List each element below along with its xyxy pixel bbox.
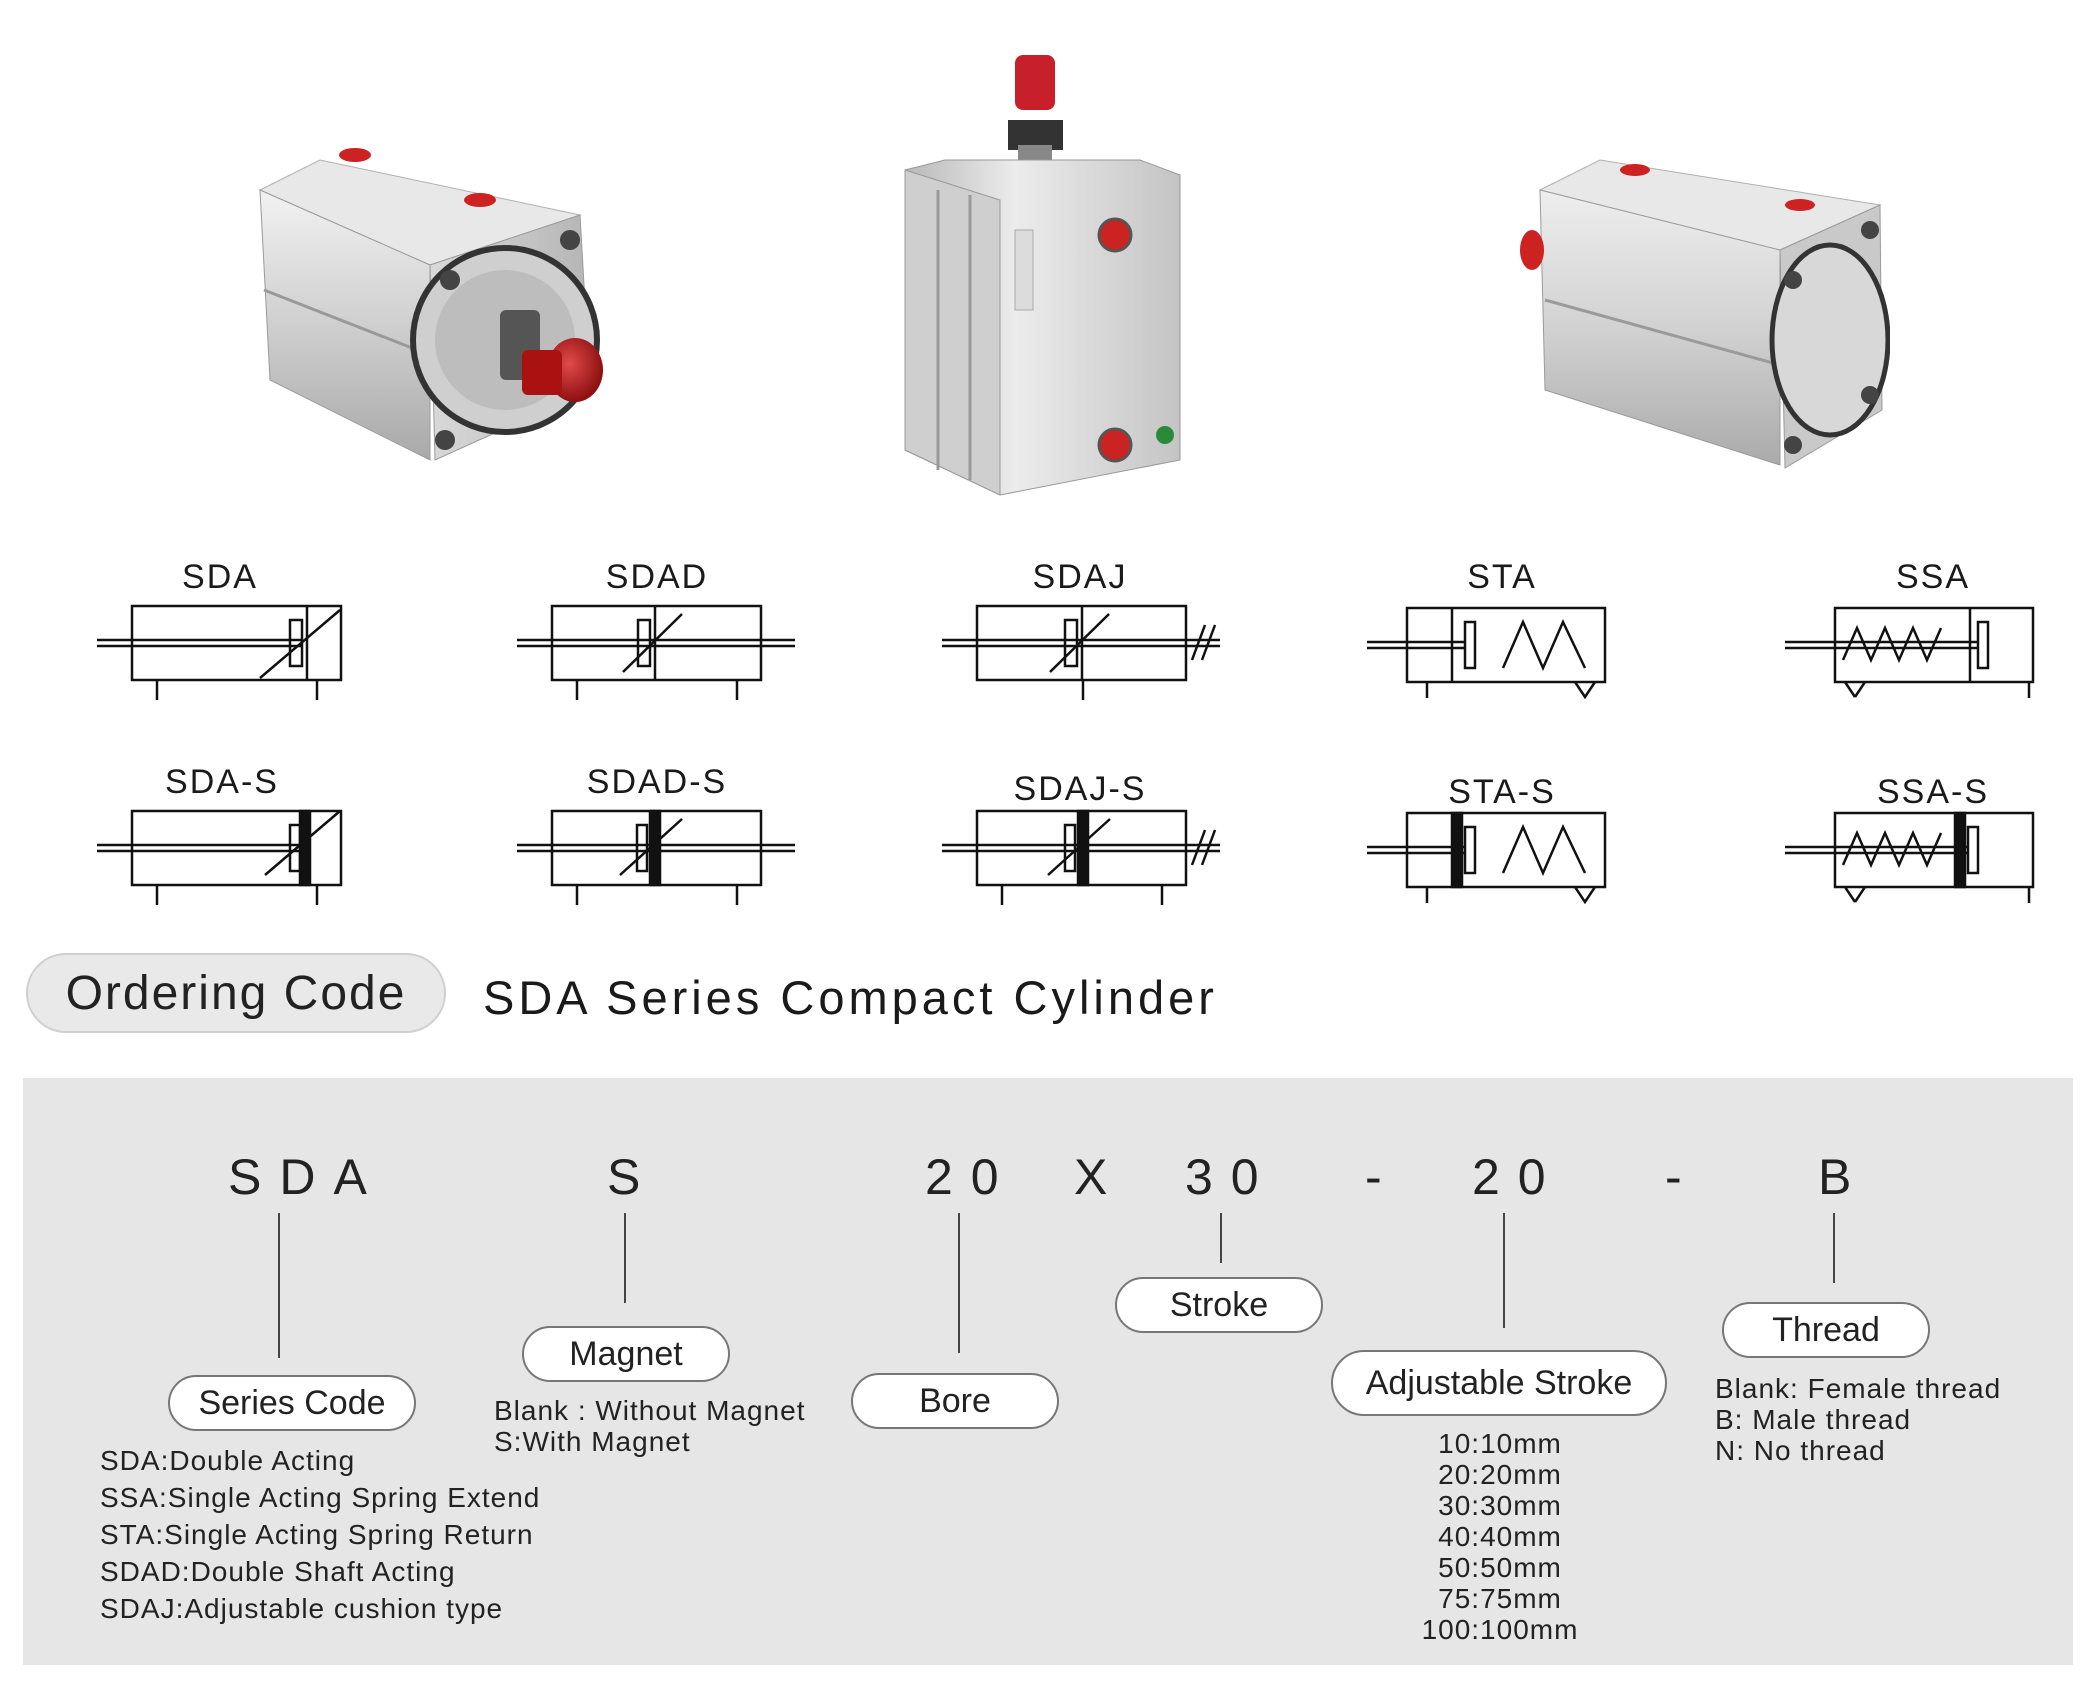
- adjustable-stroke-item: 100:100mm: [1421, 1614, 1579, 1645]
- symbol-label-sdad-s: SDAD-S: [586, 763, 728, 801]
- series-code-item: SSA:Single Acting Spring Extend: [100, 1482, 541, 1513]
- cylinder-photo-left: [258, 148, 603, 461]
- symbol-ssa: [1785, 606, 2035, 698]
- symbol-sdaj-s: [942, 809, 1220, 905]
- adjustable-stroke-item: 20:20mm: [1438, 1459, 1562, 1490]
- connector-bore: [958, 1213, 960, 1353]
- magnet-item: S:With Magnet: [494, 1426, 691, 1457]
- section-title: SDA Series Compact Cylinder: [483, 971, 1218, 1024]
- stroke-pill: Stroke: [1115, 1277, 1323, 1333]
- symbol-label-ssa: SSA: [1895, 558, 1971, 596]
- cylinder-photo-center: [904, 55, 1181, 496]
- connector-thread: [1833, 1213, 1835, 1283]
- code-bore: 20: [925, 1149, 1017, 1205]
- thread-pill: Thread: [1722, 1302, 1930, 1358]
- series-code-list: SDA:Double Acting SSA:Single Acting Spri…: [100, 1442, 540, 1627]
- series-code-item: STA:Single Acting Spring Return: [100, 1519, 534, 1550]
- ordering-code-panel: [23, 1078, 2073, 1665]
- symbol-sta-s: [1367, 811, 1607, 905]
- magnet-list: Blank : Without Magnet S:With Magnet: [494, 1395, 805, 1457]
- symbol-sdaj: [942, 604, 1220, 700]
- symbol-label-sta: STA: [1467, 558, 1537, 596]
- connector-series: [278, 1213, 280, 1358]
- adjustable-stroke-item: 30:30mm: [1438, 1490, 1562, 1521]
- symbol-label-sda: SDA: [182, 558, 258, 596]
- series-code-pill: Series Code: [168, 1375, 416, 1431]
- series-code-item: SDA:Double Acting: [100, 1445, 356, 1476]
- adjustable-stroke-list: 10:10mm 20:20mm 30:30mm 40:40mm 50:50mm …: [1400, 1428, 1600, 1645]
- code-series: SDA: [228, 1149, 385, 1205]
- adjustable-stroke-item: 10:10mm: [1438, 1428, 1562, 1459]
- code-adjust: 20: [1472, 1149, 1564, 1205]
- symbol-sda: [97, 604, 343, 700]
- thread-list: Blank: Female thread B: Male thread N: N…: [1715, 1373, 2001, 1466]
- symbol-label-sdaj-s: SDAJ-S: [1013, 770, 1147, 808]
- adjustable-stroke-pill: Adjustable Stroke: [1331, 1350, 1667, 1416]
- adjustable-stroke-item: 75:75mm: [1438, 1583, 1562, 1614]
- thread-item: N: No thread: [1715, 1435, 1886, 1466]
- code-stroke: 30: [1185, 1149, 1277, 1205]
- symbol-label-sdad: SDAD: [605, 558, 709, 596]
- symbol-label-ssa-s: SSA-S: [1876, 773, 1990, 811]
- series-code-item: SDAD:Double Shaft Acting: [100, 1556, 456, 1587]
- symbol-sdad-s: [517, 809, 795, 905]
- thread-item: Blank: Female thread: [1715, 1373, 2002, 1404]
- symbol-sta: [1367, 606, 1607, 700]
- code-thread: B: [1818, 1149, 1870, 1205]
- thread-item: B: Male thread: [1715, 1404, 1912, 1435]
- code-dash-1: -: [1365, 1149, 1400, 1205]
- symbol-sda-s: [97, 809, 343, 905]
- symbol-ssa-s: [1785, 811, 2035, 903]
- connector-magnet: [624, 1213, 626, 1303]
- symbol-label-sdaj: SDAJ: [1032, 558, 1128, 596]
- symbol-label-sda-s: SDA-S: [165, 763, 279, 801]
- bore-pill: Bore: [851, 1373, 1059, 1429]
- code-x: X: [1074, 1149, 1126, 1205]
- code-magnet: S: [607, 1149, 659, 1205]
- adjustable-stroke-item: 40:40mm: [1438, 1521, 1562, 1552]
- magnet-item: Blank : Without Magnet: [494, 1395, 806, 1426]
- symbol-sdad: [517, 604, 795, 700]
- adjustable-stroke-item: 50:50mm: [1438, 1552, 1562, 1583]
- magnet-pill: Magnet: [522, 1326, 730, 1382]
- connector-stroke: [1220, 1213, 1222, 1263]
- series-code-item: SDAJ:Adjustable cushion type: [100, 1593, 504, 1624]
- connector-adjust: [1503, 1213, 1505, 1328]
- cylinder-photo-right: [1520, 159, 1890, 469]
- code-dash-2: -: [1665, 1149, 1700, 1205]
- ordering-code-heading: Ordering Code: [26, 953, 446, 1033]
- symbol-label-sta-s: STA-S: [1448, 773, 1556, 811]
